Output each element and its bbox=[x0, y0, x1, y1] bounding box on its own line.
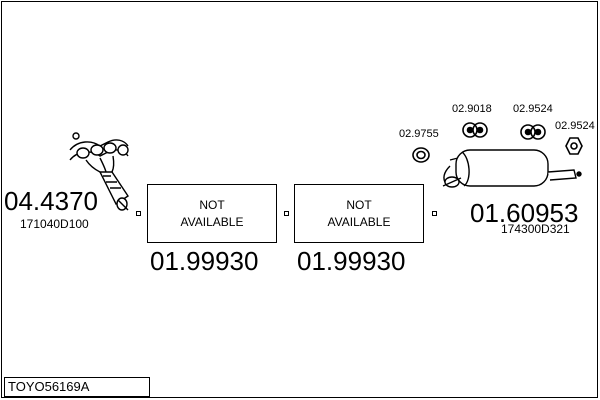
gasket-price: 02.9755 bbox=[399, 128, 439, 140]
part-2-price: 01.99930 bbox=[150, 246, 259, 276]
connector-square bbox=[284, 211, 289, 216]
manifold-drawing bbox=[69, 132, 129, 211]
manifold-price: 04.4370 bbox=[4, 186, 98, 216]
not-available-box: NOT AVAILABLE bbox=[294, 184, 424, 243]
mount-drawing-1 bbox=[462, 122, 488, 138]
status-line: AVAILABLE bbox=[327, 214, 391, 229]
diagram-id-label: TOYO56169A bbox=[4, 377, 150, 397]
manifold-part-code: 171040D100 bbox=[20, 217, 89, 231]
gasket-drawing bbox=[412, 147, 430, 163]
muffler-price: 01.60953 bbox=[470, 198, 579, 228]
muffler-drawing bbox=[442, 149, 582, 188]
part-3-price: 01.99930 bbox=[297, 246, 406, 276]
mount-drawing-2 bbox=[520, 124, 546, 140]
muffler-part-code: 174300D321 bbox=[501, 222, 570, 236]
status-line: NOT bbox=[199, 198, 225, 213]
status-line: AVAILABLE bbox=[180, 214, 244, 229]
status-line: NOT bbox=[346, 198, 372, 213]
mount-1-price: 02.9018 bbox=[452, 103, 492, 115]
connector-square bbox=[432, 211, 437, 216]
mount-drawing-3 bbox=[565, 137, 583, 155]
connector-square bbox=[136, 211, 141, 216]
not-available-box: NOT AVAILABLE bbox=[147, 184, 277, 243]
mount-3-price: 02.9524 bbox=[555, 120, 595, 132]
mount-2-price: 02.9524 bbox=[513, 103, 553, 115]
